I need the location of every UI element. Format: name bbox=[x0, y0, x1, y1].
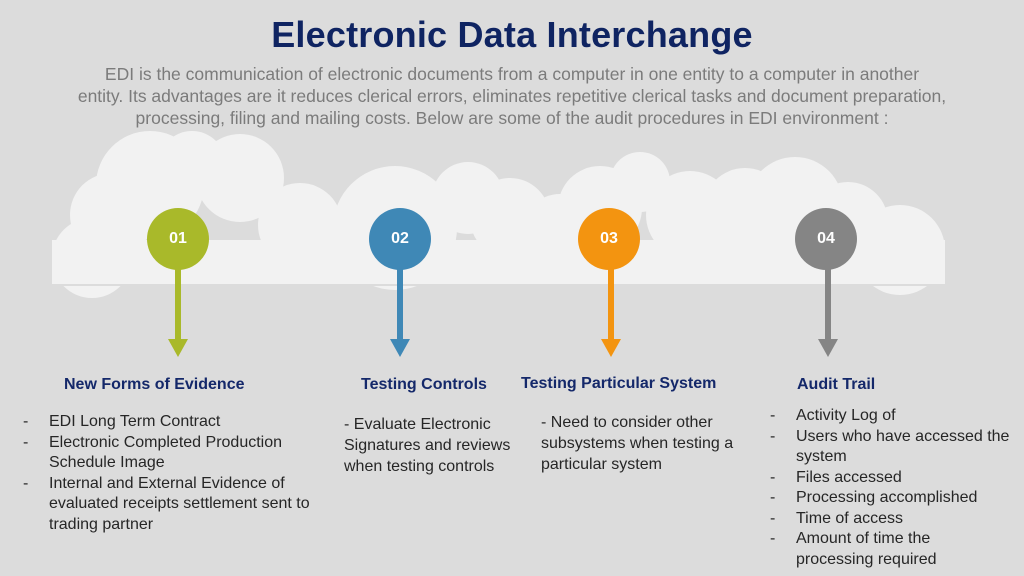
list-item: -Amount of time the processing required bbox=[770, 530, 937, 568]
dash-bullet-icon: - bbox=[23, 413, 29, 430]
list-item: -Time of access bbox=[770, 509, 1020, 530]
step-4-marker: 04 bbox=[795, 208, 857, 270]
intro-line-3: processing, filing and mailing costs. Be… bbox=[135, 108, 889, 128]
dash-bullet-icon: - bbox=[770, 427, 776, 445]
step-3-description: - Need to consider other subsystems when… bbox=[541, 414, 734, 473]
step-2-marker: 02 bbox=[369, 208, 431, 270]
dash-bullet-icon: - bbox=[23, 433, 29, 451]
dash-bullet-icon: - bbox=[770, 509, 776, 527]
step-1-arrow-head-icon bbox=[168, 339, 188, 357]
dash-bullet-icon: - bbox=[770, 530, 776, 547]
step-2-number: 02 bbox=[391, 230, 409, 247]
step-1-heading: New Forms of Evidence bbox=[64, 376, 245, 393]
step-3-number: 03 bbox=[600, 230, 618, 247]
step-2-description: - Evaluate Electronic Signatures and rev… bbox=[344, 416, 511, 475]
step-4-arrow-head-icon bbox=[818, 339, 838, 357]
list-item: -Processing accomplished bbox=[770, 488, 1020, 509]
list-item: -Activity Log of bbox=[770, 406, 1020, 427]
intro-line-2: entity. Its advantages are it reduces cl… bbox=[77, 86, 947, 106]
step-3-arrow-head-icon bbox=[601, 339, 621, 357]
step-2-arrow-head-icon bbox=[390, 339, 410, 357]
step-1-number: 01 bbox=[169, 230, 187, 247]
list-item: -Files accessed bbox=[770, 468, 1020, 489]
intro-line-1: EDI is the communication of electronic d… bbox=[104, 64, 920, 84]
list-item: -Users who have accessed the system bbox=[770, 427, 1010, 466]
step-4-arrow-stem bbox=[825, 266, 831, 342]
dash-bullet-icon: - bbox=[770, 489, 776, 506]
list-item: -Electronic Completed Production Schedul… bbox=[23, 433, 283, 472]
step-4-list: -Activity Log of -Users who have accesse… bbox=[770, 406, 1020, 570]
dash-bullet-icon: - bbox=[23, 474, 29, 492]
list-item: -EDI Long Term Contract bbox=[23, 412, 333, 433]
intro-paragraph: EDI is the communication of electronic d… bbox=[20, 63, 1004, 129]
step-3-arrow-stem bbox=[608, 266, 614, 342]
step-3-marker: 03 bbox=[578, 208, 640, 270]
dash-bullet-icon: - bbox=[770, 407, 776, 424]
step-2-heading: Testing Controls bbox=[361, 376, 487, 393]
step-1-marker: 01 bbox=[147, 208, 209, 270]
step-1-arrow-stem bbox=[175, 266, 181, 342]
step-3-heading: Testing Particular System bbox=[521, 375, 717, 392]
step-1-list: -EDI Long Term Contract -Electronic Comp… bbox=[23, 412, 333, 535]
step-4-heading: Audit Trail bbox=[797, 376, 876, 393]
dash-bullet-icon: - bbox=[770, 468, 776, 486]
page-title: Electronic Data Interchange bbox=[271, 14, 753, 55]
step-2-arrow-stem bbox=[397, 266, 403, 342]
list-item: -Internal and External Evidence of evalu… bbox=[23, 474, 310, 533]
step-4-number: 04 bbox=[817, 230, 835, 247]
